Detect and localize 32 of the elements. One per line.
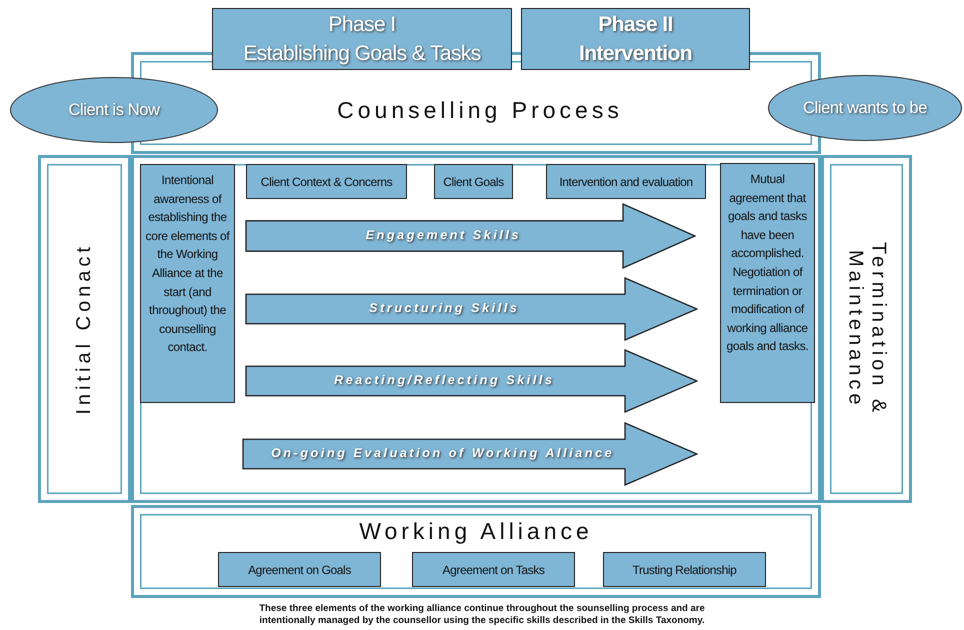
banner-label: Structuring Skills bbox=[368, 301, 520, 315]
stage-title: Initial Conact bbox=[73, 243, 96, 415]
skill-banner bbox=[242, 422, 698, 486]
phase-subtitle: Intervention bbox=[579, 41, 692, 67]
description-box: Mutual agreement that goals and tasks have been accomplished. Negotiation of termination or modification of working alliance goals and tasks. bbox=[720, 163, 815, 403]
element-box: Trusting Relationship bbox=[603, 552, 766, 587]
phase-box bbox=[212, 8, 512, 70]
state-ellipse: Client is Now bbox=[10, 77, 218, 143]
state-ellipse: Client wants to be bbox=[768, 75, 962, 141]
banner-label: Engagement Skills bbox=[364, 228, 522, 242]
topic-box: Client Context & Concerns bbox=[246, 164, 407, 199]
skill-banner bbox=[245, 277, 698, 341]
band-title: Counselling Process bbox=[330, 97, 630, 129]
banner-label: Reacting/Reflecting Skills bbox=[333, 373, 556, 387]
stage-column bbox=[38, 155, 131, 503]
caption: These three elements of the working alliance continue throughout the sounselling process and are intentionally managed by the counsellor using the specific skills described in the Skills Taxonomy. bbox=[258, 603, 706, 627]
stage-column bbox=[821, 155, 912, 503]
skill-banner bbox=[245, 203, 696, 269]
phase-heading: Phase II bbox=[598, 12, 673, 38]
description-box: Intentional awareness of establishing the core elements of the Working Alliance at the start (and throughout) the counselling contact. bbox=[140, 164, 235, 403]
phase-heading: Phase I bbox=[328, 12, 396, 38]
element-box: Agreement on Goals bbox=[218, 552, 381, 587]
element-box: Agreement on Tasks bbox=[412, 552, 575, 587]
topic-box: Client Goals bbox=[434, 164, 513, 199]
phase-box bbox=[521, 8, 750, 70]
topic-box: Intervention and evaluation bbox=[546, 164, 706, 199]
banner-label: On-going Evaluation of Working Alliance bbox=[270, 446, 616, 460]
stage-title: Termination & Maintenance bbox=[844, 240, 890, 418]
alliance-panel bbox=[131, 505, 821, 598]
skill-banner bbox=[245, 349, 698, 413]
phase-subtitle: Establishing Goals & Tasks bbox=[243, 41, 481, 67]
panel-title: Working Alliance bbox=[358, 518, 594, 545]
